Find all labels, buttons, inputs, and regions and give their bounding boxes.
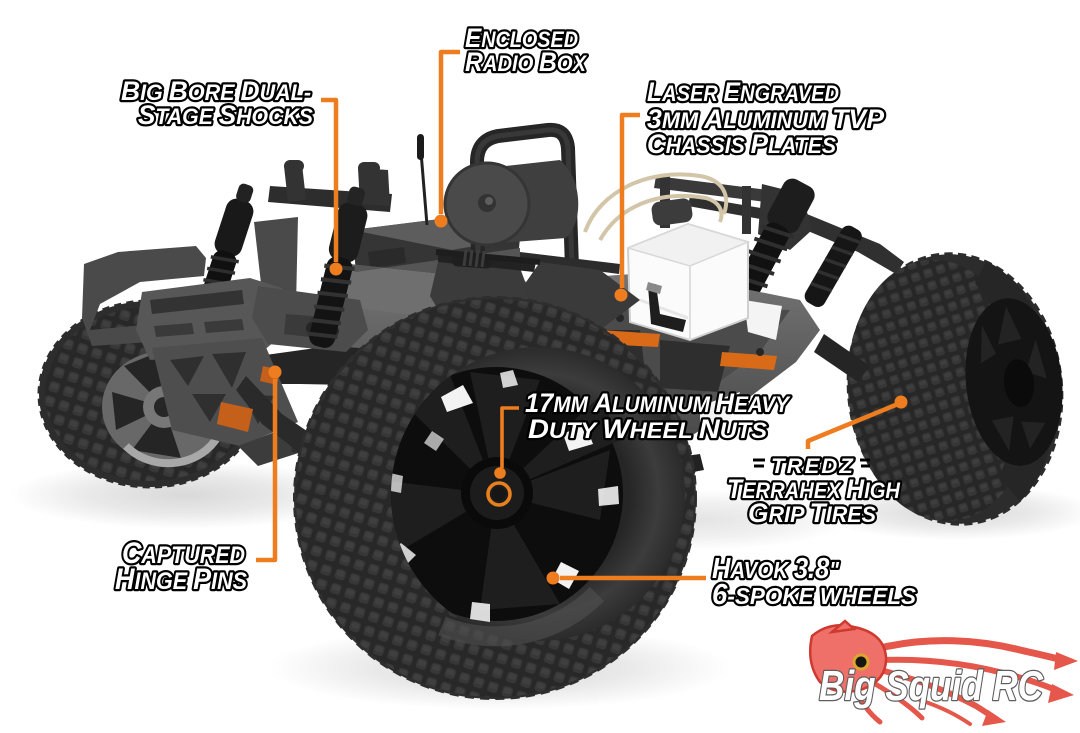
svg-text:GRIP TIRES: GRIP TIRES — [748, 498, 876, 528]
svg-text:HINGE PINS: HINGE PINS — [115, 563, 247, 596]
svg-text:6-SPOKE WHEELS: 6-SPOKE WHEELS — [712, 579, 916, 611]
svg-text:RADIO BOX: RADIO BOX — [465, 47, 587, 77]
svg-text:BIG BORE DUAL-: BIG BORE DUAL- — [121, 76, 311, 106]
svg-text:TERRAHEX HIGH: TERRAHEX HIGH — [727, 474, 901, 504]
svg-text:CHASSIS PLATES: CHASSIS PLATES — [647, 129, 836, 159]
svg-text:CAPTURED: CAPTURED — [122, 537, 245, 570]
svg-text:LASER ENGRAVED: LASER ENGRAVED — [647, 77, 839, 107]
svg-text:STAGE SHOCKS: STAGE SHOCKS — [138, 100, 313, 130]
svg-text:Big Squid RC: Big Squid RC — [819, 662, 1044, 709]
svg-text:17MM ALUMINUM HEAVY: 17MM ALUMINUM HEAVY — [525, 388, 791, 418]
svg-text:HAVOK 3.8": HAVOK 3.8" — [712, 553, 840, 585]
svg-text:DUTY WHEEL NUTS: DUTY WHEEL NUTS — [528, 414, 767, 444]
svg-text:ENCLOSED: ENCLOSED — [465, 23, 578, 53]
svg-text:3MM ALUMINUM TVP: 3MM ALUMINUM TVP — [647, 104, 885, 134]
svg-text:TREDZ: TREDZ — [771, 455, 855, 478]
